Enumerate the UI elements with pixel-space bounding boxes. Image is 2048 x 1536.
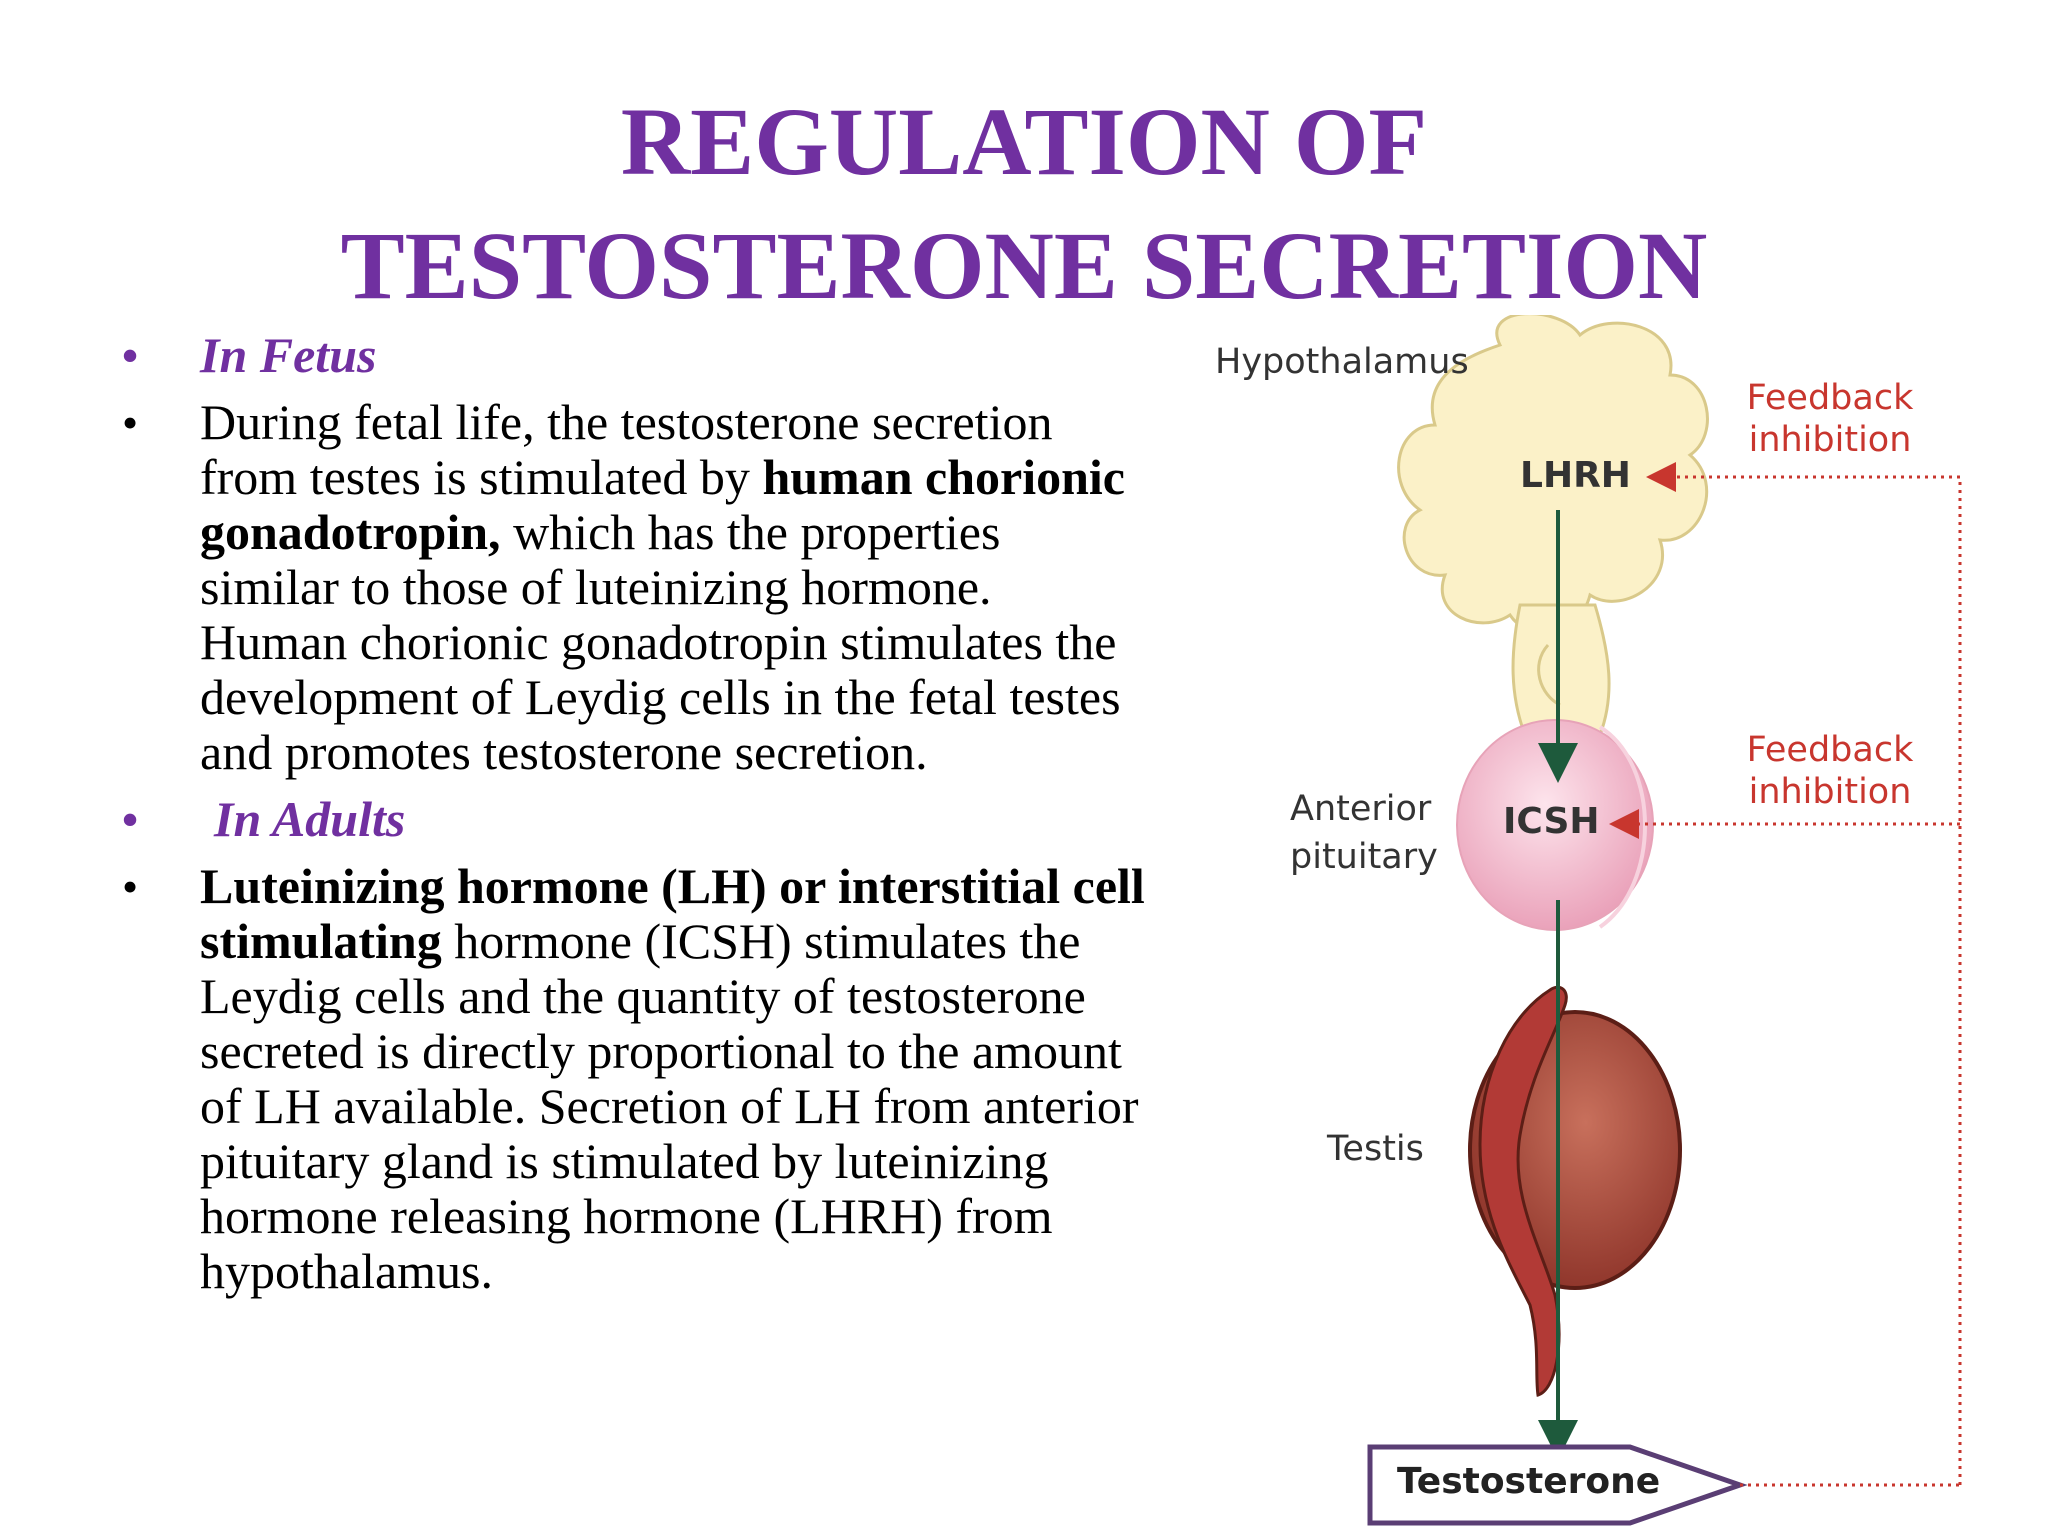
slide-title: REGULATION OF TESTOSTERONE SECRETION xyxy=(0,80,2048,328)
anterior-label-2: pituitary xyxy=(1290,837,1438,877)
fetus-text-bold: human chorionic gonadotropin, xyxy=(200,449,1125,560)
adults-text-bold: Luteinizing hormone (LH) or interstitial… xyxy=(200,858,1145,969)
lhrh-label: LHRH xyxy=(1520,455,1631,496)
testis-label: Testis xyxy=(1327,1129,1424,1169)
feedback-mid-line-1: Feedback xyxy=(1746,730,1914,770)
anterior-label-1: Anterior xyxy=(1290,789,1432,829)
bullet-dot: • xyxy=(122,794,139,845)
feedback-lines xyxy=(1609,462,1962,1487)
bullet-fetus-text: • During fetal life, the testosterone se… xyxy=(116,395,1146,780)
fetus-heading: In Fetus xyxy=(200,327,377,383)
testis-shape xyxy=(1468,985,1682,1397)
feedback-top-line-2: inhibition xyxy=(1748,420,1912,460)
pituitary-shape xyxy=(1456,719,1654,931)
feedback-mid-line-2: inhibition xyxy=(1748,772,1912,812)
bullet-adults-text: • Luteinizing hormone (LH) or interstiti… xyxy=(116,859,1146,1299)
hypothalamus-label: Hypothalamus xyxy=(1215,342,1469,382)
title-line-2: TESTOSTERONE SECRETION xyxy=(340,212,1708,319)
adults-text-2: hormone (ICSH) stimulates the Leydig cel… xyxy=(200,913,1139,1299)
adults-heading: In Adults xyxy=(214,791,406,847)
feedback-inhibition-top: Feedback inhibition xyxy=(1720,377,1940,461)
fetus-text-2: which has the properties similar to thos… xyxy=(200,504,1121,780)
feedback-top-line-1: Feedback xyxy=(1746,378,1914,418)
bullet-dot: • xyxy=(122,397,139,448)
bullet-list: • In Fetus • During fetal life, the test… xyxy=(116,328,1146,1311)
testosterone-label: Testosterone xyxy=(1397,1461,1661,1502)
fetus-text-1: During fetal life, the testosterone secr… xyxy=(200,394,1053,505)
bullet-fetus-heading: • In Fetus xyxy=(116,328,1146,383)
feedback-inhibition-mid: Feedback inhibition xyxy=(1720,729,1940,813)
diagram-graphic xyxy=(1367,315,1962,1526)
bullet-adults-heading: • In Adults xyxy=(116,792,1146,847)
testosterone-box xyxy=(1367,1444,1748,1526)
title-line-1: REGULATION OF xyxy=(620,88,1428,195)
regulation-diagram: Hypothalamus LHRH Anterior pituitary ICS… xyxy=(1180,315,2040,1535)
bullet-dot: • xyxy=(122,330,139,381)
icsh-label: ICSH xyxy=(1503,801,1600,842)
bullet-dot: • xyxy=(122,861,139,912)
